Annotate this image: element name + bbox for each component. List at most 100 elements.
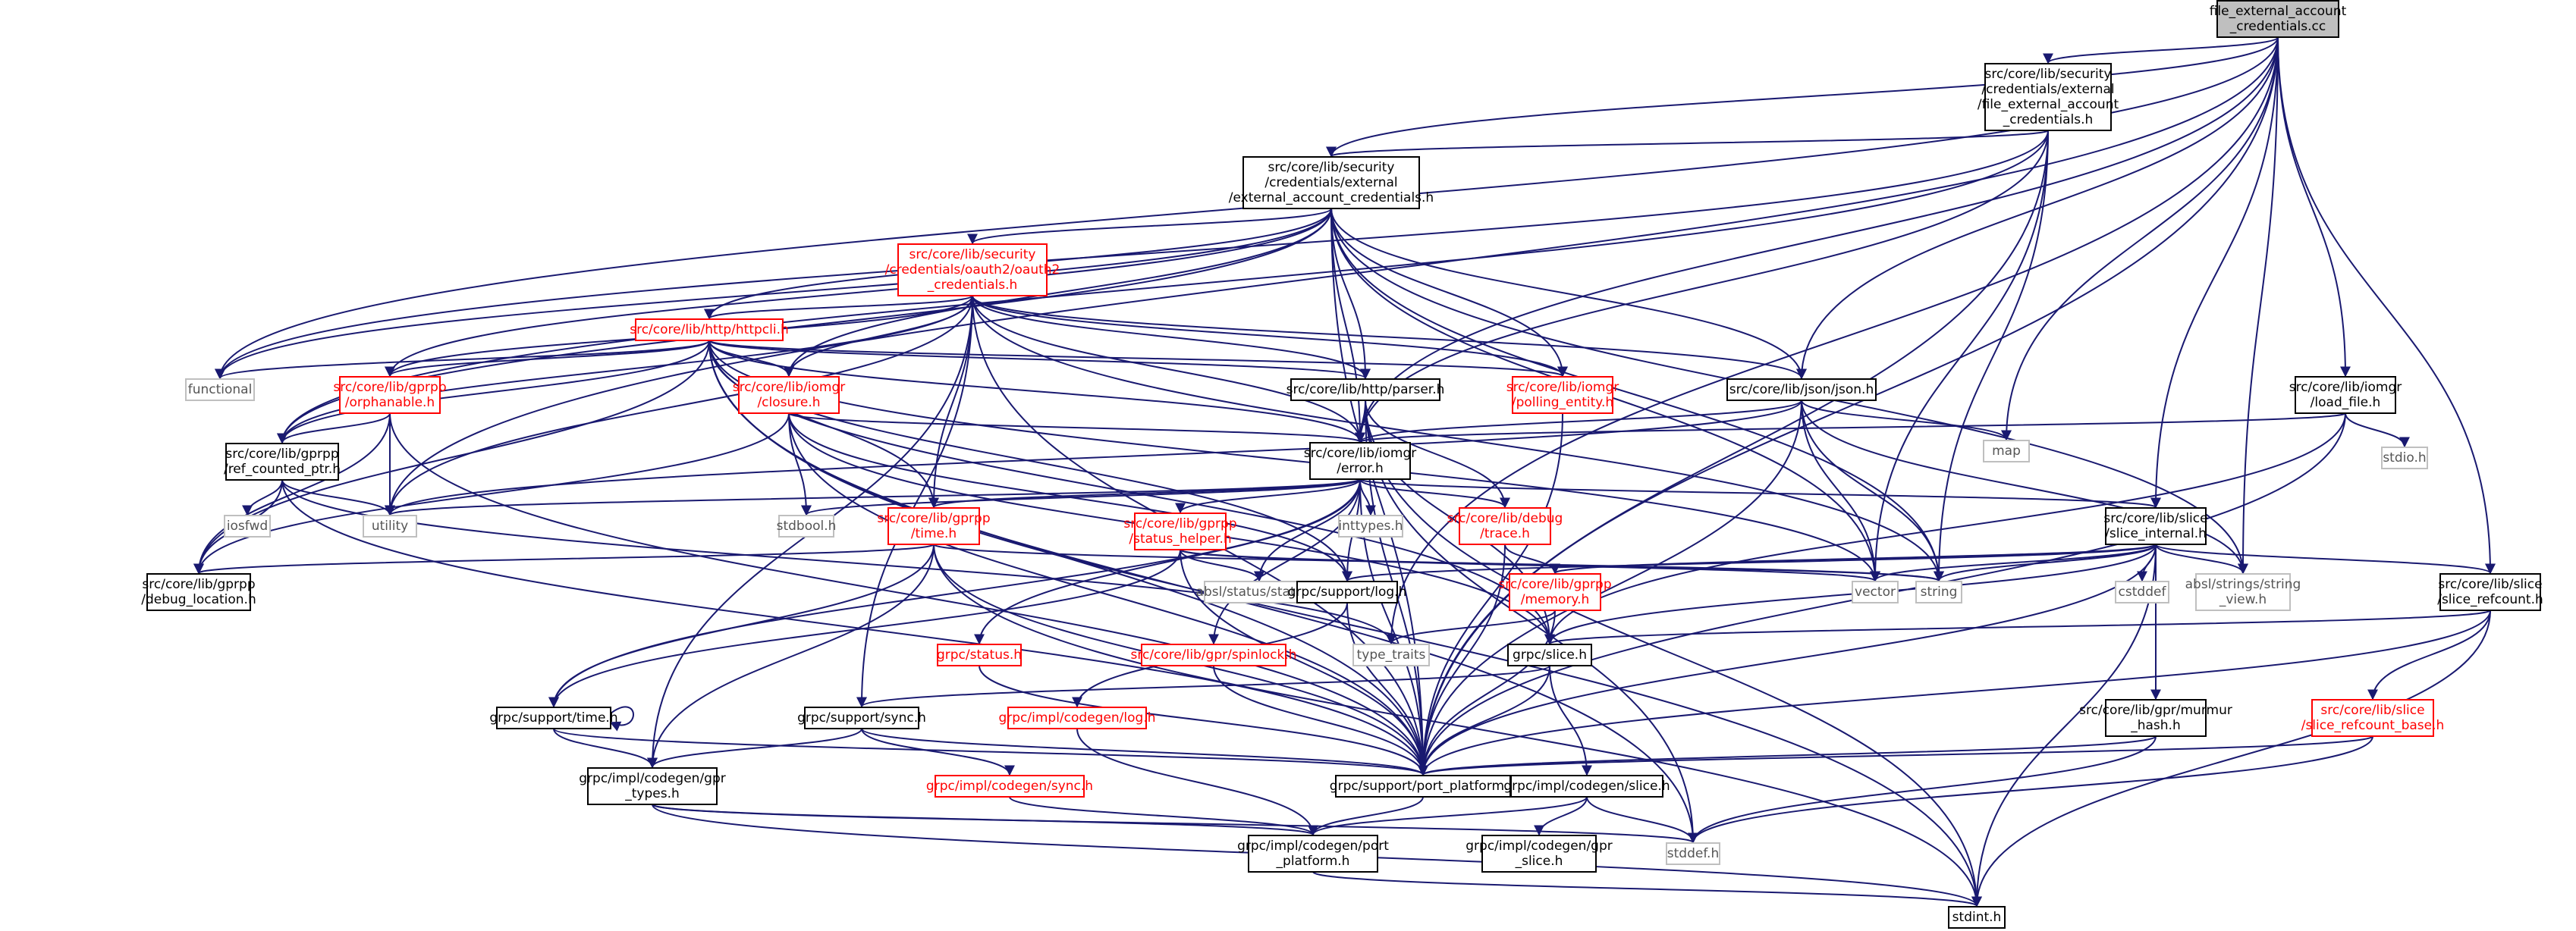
node-label-line: /orphanable.h [345,395,435,410]
node-label-line: grpc/support/port_platform.h [1330,779,1516,794]
node-statushelper[interactable]: src/core/lib/gprpp/status_helper.h [1123,513,1237,550]
node-label-line: _view.h [2219,592,2267,607]
node-gtimeh[interactable]: grpc/support/time.h [489,707,618,729]
edge-root-to-stringview [2238,36,2279,575]
node-label-line: /polling_entity.h [1512,395,1613,410]
node-gstatus[interactable]: grpc/status.h [937,644,1022,666]
edge-refcountbase-to-stddef [1688,735,2373,844]
node-error[interactable]: src/core/lib/iomgr/error.h [1304,442,1417,480]
node-label-line: /slice_internal.h [2105,526,2207,541]
node-polling[interactable]: src/core/lib/iomgr/polling_entity.h [1506,376,1619,414]
node-box [2105,507,2207,545]
node-label-line: /closure.h [757,395,820,410]
node-oauth2[interactable]: src/core/lib/security/credentials/oauth2… [885,243,1060,296]
node-refcountbase[interactable]: src/core/lib/slice/slice_refcount_base.h [2301,699,2445,737]
node-box [587,767,718,805]
edge-gslice-to-codegenslice [1549,665,1592,776]
node-label-line: /ref_counted_ptr.h [224,462,341,477]
node-label-line: _hash.h [2130,718,2181,733]
node-label-line: /credentials/external [1981,82,2114,97]
node-gtime[interactable]: src/core/lib/gprpp/time.h [877,507,991,545]
node-box [1134,513,1227,550]
edge-orphanable-to-refcounted [277,412,391,444]
node-label-line: grpc/support/log.h [1288,585,1407,600]
node-box [1512,376,1613,414]
node-memory[interactable]: src/core/lib/gprpp/memory.h [1498,573,1612,611]
node-label-line: /credentials/oauth2/oauth2 [885,262,1060,277]
node-codegenport[interactable]: grpc/impl/codegen/port_platform.h [1237,835,1389,873]
node-codegensync[interactable]: grpc/impl/codegen/sync.h [926,775,1093,798]
edge-eac-to-functional [215,208,1332,380]
edge-oauth2-to-httpcli [704,295,973,320]
edge-sliceint-to-stringview [2155,544,2248,575]
node-sliceint[interactable]: src/core/lib/slice/slice_internal.h [2103,507,2208,545]
node-label-line: src/core/lib/http/httpcli.h [630,322,789,337]
edge-json-to-string [1801,400,1944,582]
node-label-line: utility [372,519,408,534]
edge-root-to-map [2001,36,2279,441]
edge-oauth2-to-utility [385,295,973,516]
edge-codegenport-to-stdint [1312,871,1982,907]
node-gprslice[interactable]: grpc/impl/codegen/gpr_slice.h [1465,835,1613,873]
edge-eac-to-closure [784,208,1332,378]
node-codegenlog[interactable]: grpc/impl/codegen/log.h [998,707,1156,729]
node-gsync[interactable]: grpc/support/sync.h [797,707,926,729]
node-box [1984,63,2112,131]
edge-gprtypes-to-stddef [652,804,1698,844]
node-label-line: src/core/lib/security [1985,67,2112,82]
node-refcounted[interactable]: src/core/lib/gprpp/ref_counted_ptr.h [224,443,341,481]
node-label-line: stdio.h [2383,450,2426,466]
node-label-line: /slice_refcount.h [2437,592,2543,607]
node-box [224,515,271,538]
node-fea[interactable]: src/core/lib/security/credentials/extern… [1978,63,2119,131]
node-label-line: /time.h [911,526,957,541]
node-label-line: src/core/lib/gpr/spinlock.h [1131,647,1297,663]
edge-log-to-portplatform [1346,602,1428,776]
node-eac[interactable]: src/core/lib/security/credentials/extern… [1229,156,1434,209]
node-slicerefcount[interactable]: src/core/lib/slice/slice_refcount.h [2437,573,2543,611]
node-label-line: src/core/lib/gprpp [877,511,990,526]
node-box [185,378,255,401]
node-debugloc[interactable]: src/core/lib/gprpp/debug_location.h [141,573,256,611]
node-stdbool: stdbool.h [777,515,836,538]
edge-refcounted-to-typetraits [281,479,1396,645]
node-gprtypes[interactable]: grpc/impl/codegen/gpr_types.h [579,767,726,805]
edge-oauth2-to-refcounted [277,295,973,444]
edge-gsync-to-portplatform [861,728,1428,776]
edge-loadfile-to-error [1355,412,2346,444]
node-codegenslice[interactable]: grpc/impl/codegen/slice.h [1503,775,1670,798]
node-loadfile[interactable]: src/core/lib/iomgr/load_file.h [2289,376,2402,414]
edge-gtime-to-gprtypes [647,544,935,769]
node-label-line: src/core/lib/http/parser.h [1286,382,1445,397]
edge-gtime-to-stdint [933,544,1982,907]
dependency-edges [193,36,2496,907]
node-label-line: src/core/lib/iomgr [733,380,846,395]
node-label-line: _types.h [624,786,680,801]
node-orphanable[interactable]: src/core/lib/gprpp/orphanable.h [333,376,447,414]
node-log[interactable]: grpc/support/log.h [1288,581,1407,603]
edge-gtime-to-gtimeh [548,544,935,708]
node-murmur[interactable]: src/core/lib/gpr/murmur_hash.h [2079,699,2232,737]
node-root[interactable]: file_external_account_credentials.cc [2210,0,2347,38]
node-box [1915,581,1962,603]
edge-statushelper-to-portplatform [1180,549,1428,776]
node-stdint[interactable]: stdint.h [1948,906,2006,929]
node-box [339,376,441,414]
node-label-line: src/core/lib/security [909,247,1036,262]
node-closure[interactable]: src/core/lib/iomgr/closure.h [733,376,846,414]
node-spinlock[interactable]: src/core/lib/gpr/spinlock.h [1131,644,1297,666]
node-portplatform[interactable]: grpc/support/port_platform.h [1330,775,1516,798]
edge-slicerefcount-to-gslice [1544,610,2491,645]
node-parser[interactable]: src/core/lib/http/parser.h [1286,378,1445,401]
edge-closure-to-error [788,412,1365,444]
node-gslice[interactable]: grpc/slice.h [1507,644,1592,666]
edge-error-to-abslstatus [1254,478,1361,582]
node-json[interactable]: src/core/lib/json/json.h [1726,378,1877,401]
edge-oauth2-to-parser [972,295,1371,380]
node-box [1983,440,2030,462]
node-label-line: grpc/support/sync.h [797,710,926,726]
edge-gtimeh-to-gtimeh [609,706,634,732]
node-box [1290,378,1440,401]
node-trace[interactable]: src/core/lib/debug/trace.h [1447,507,1563,545]
node-httpcli[interactable]: src/core/lib/http/httpcli.h [630,318,789,341]
